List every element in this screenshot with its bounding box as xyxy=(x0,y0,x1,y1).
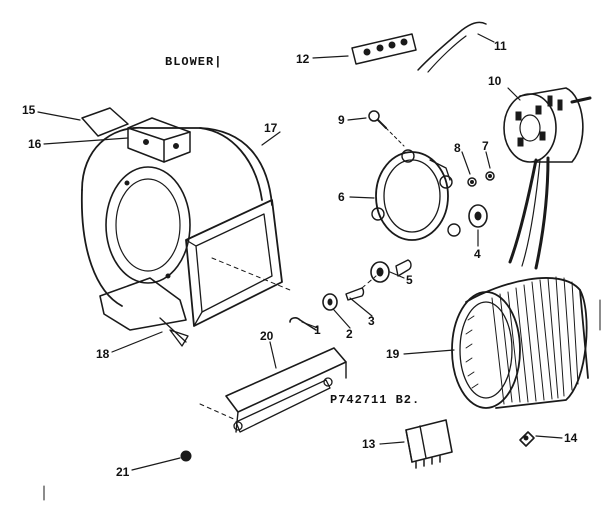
part-deflector xyxy=(225,347,347,433)
callout-8: 8 xyxy=(454,141,461,155)
callout-17: 17 xyxy=(264,121,278,135)
part-nuts xyxy=(467,171,495,187)
callout-4: 4 xyxy=(474,247,481,261)
callout-3: 3 xyxy=(368,314,375,328)
drawing-code: P742711 B2. xyxy=(330,393,420,407)
callout-15: 15 xyxy=(22,103,36,117)
callout-2: 2 xyxy=(346,327,353,341)
callout-13: 13 xyxy=(362,437,376,451)
part-mounting-ring xyxy=(371,149,461,241)
assembly-axis-lines xyxy=(199,257,377,421)
part-blower-housing xyxy=(80,126,283,347)
callout-9: 9 xyxy=(338,113,345,127)
callout-19: 19 xyxy=(386,347,400,361)
callout-16: 16 xyxy=(28,137,42,151)
blower-wheel-blades xyxy=(491,276,579,405)
callout-18: 18 xyxy=(96,347,110,361)
callout-11: 11 xyxy=(494,39,507,53)
part-blower-wheel xyxy=(451,276,589,409)
part-motor xyxy=(503,87,592,270)
callout-10: 10 xyxy=(488,74,502,88)
part-capacitor xyxy=(405,419,453,469)
callout-12: 12 xyxy=(296,52,310,66)
part-screw-assembly xyxy=(289,287,365,331)
part-grommet-upper xyxy=(468,204,488,228)
part-cover-plate xyxy=(81,107,129,137)
part-bolt xyxy=(368,110,405,147)
part-bushing xyxy=(370,259,412,283)
callout-6: 6 xyxy=(338,190,345,204)
part-screw-small xyxy=(180,450,192,462)
diagram-title: BLOWER| xyxy=(165,55,222,69)
callout-5: 5 xyxy=(406,273,413,287)
blower-wheel-inner-vanes xyxy=(465,315,479,389)
callout-21: 21 xyxy=(116,465,130,479)
callout-labels: 1 2 3 4 5 6 7 8 9 10 11 12 13 14 15 16 1… xyxy=(22,39,578,479)
part-clip xyxy=(519,431,535,447)
part-wire xyxy=(417,21,487,73)
callout-1: 1 xyxy=(314,323,321,337)
part-terminal-strip xyxy=(351,33,417,65)
callout-leader-lines xyxy=(37,33,563,471)
callout-7: 7 xyxy=(482,139,489,153)
border-ticks xyxy=(43,299,601,501)
part-junction-box xyxy=(127,117,191,163)
callout-20: 20 xyxy=(260,329,274,343)
callout-14: 14 xyxy=(564,431,578,445)
